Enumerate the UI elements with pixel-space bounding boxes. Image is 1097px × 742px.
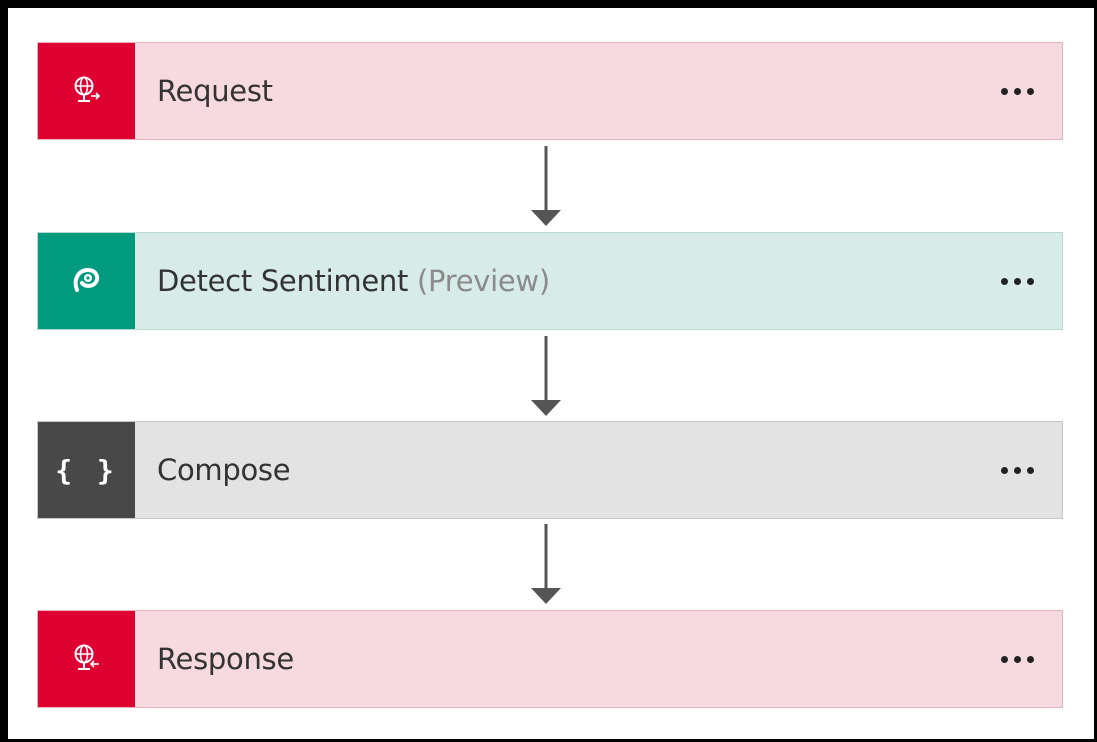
braces-icon: { } xyxy=(55,453,118,487)
step-icon-box-response xyxy=(38,611,135,707)
dot xyxy=(1000,466,1008,474)
step-label: Compose xyxy=(157,453,291,487)
dot xyxy=(1026,87,1034,95)
more-options-button[interactable] xyxy=(972,611,1062,707)
flow-arrow-3 xyxy=(531,524,561,604)
step-card-compose[interactable]: { } Compose xyxy=(37,421,1063,519)
dot xyxy=(1013,466,1021,474)
more-options-button[interactable] xyxy=(972,233,1062,329)
dot xyxy=(1000,277,1008,285)
step-card-request[interactable]: Request xyxy=(37,42,1063,140)
step-label: Request xyxy=(157,74,273,108)
step-label: Response xyxy=(157,642,294,676)
step-icon-box-sentiment xyxy=(38,233,135,329)
flow-arrow-2 xyxy=(531,336,561,416)
step-icon-box-request xyxy=(38,43,135,139)
dot xyxy=(1026,277,1034,285)
flow-arrow-1 xyxy=(531,146,561,226)
dot xyxy=(1013,655,1021,663)
dot xyxy=(1026,466,1034,474)
dot xyxy=(1026,655,1034,663)
step-card-response[interactable]: Response xyxy=(37,610,1063,708)
step-title-detect-sentiment: Detect Sentiment (Preview) xyxy=(135,233,972,329)
more-options-button[interactable] xyxy=(972,43,1062,139)
sentiment-icon xyxy=(73,267,99,292)
dot xyxy=(1013,277,1021,285)
more-options-button[interactable] xyxy=(972,422,1062,518)
step-icon-box-compose: { } xyxy=(38,422,135,518)
step-title-compose: Compose xyxy=(135,422,972,518)
step-title-request: Request xyxy=(135,43,972,139)
globe-response-icon xyxy=(74,644,99,670)
step-title-response: Response xyxy=(135,611,972,707)
step-sublabel: (Preview) xyxy=(417,264,550,298)
globe-request-icon xyxy=(74,76,100,102)
step-label: Detect Sentiment xyxy=(157,264,409,298)
dot xyxy=(1013,87,1021,95)
dot xyxy=(1000,655,1008,663)
dot xyxy=(1000,87,1008,95)
step-card-detect-sentiment[interactable]: Detect Sentiment (Preview) xyxy=(37,232,1063,330)
